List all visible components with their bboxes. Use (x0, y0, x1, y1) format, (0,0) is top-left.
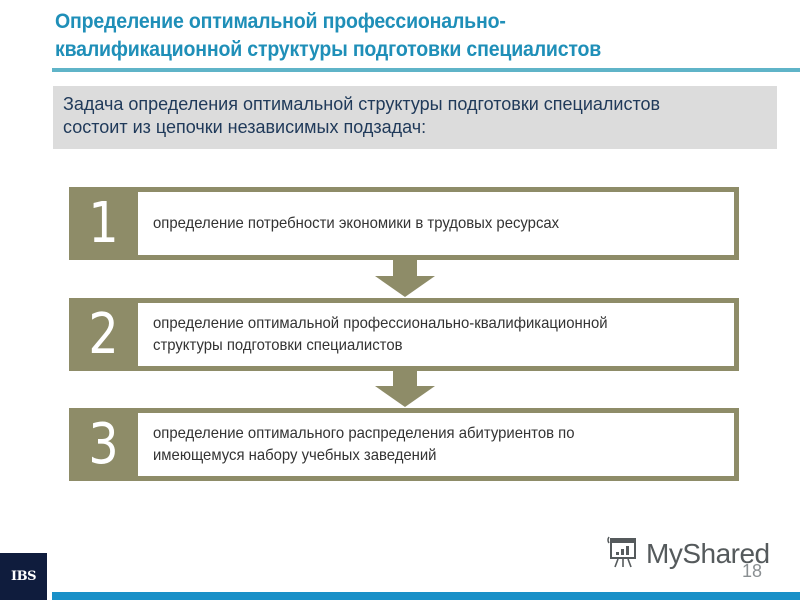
step-body: определение потребности экономики в труд… (138, 192, 734, 255)
slide-title-line-1: Определение оптимальной профессионально- (55, 10, 506, 33)
watermark-text: MyShared (646, 538, 770, 569)
arrow-down-icon (373, 260, 437, 298)
step-text-line-2: имеющемуся набору учебных заведений (153, 446, 437, 464)
presentation-chart-icon (606, 534, 640, 575)
step-1: 1 определение потребности экономики в тр… (69, 187, 739, 260)
intro-box: Задача определения оптимальной структуры… (53, 86, 777, 149)
step-text: определение потребности экономики в труд… (153, 214, 560, 232)
step-text-line-1: определение оптимальной профессионально-… (153, 314, 608, 332)
intro-line-2: состоит из цепочки независимых подзадач: (63, 117, 427, 137)
step-number: 2 (88, 302, 119, 367)
step-text-line-2: структуры подготовки специалистов (153, 336, 403, 354)
title-underline (52, 68, 800, 72)
ibs-logo: IBS (0, 553, 47, 600)
page-number: 18 (742, 561, 763, 581)
step-3: 3 определение оптимального распределения… (69, 408, 739, 481)
slide-title: Определение оптимальной профессионально-… (55, 8, 725, 64)
footer-bar (52, 592, 800, 600)
step-2: 2 определение оптимальной профессиональн… (69, 298, 739, 371)
step-number: 1 (88, 191, 119, 256)
myshared-watermark[interactable]: MyShared (606, 534, 770, 574)
step-text-line-1: определение оптимального распределения а… (153, 424, 575, 442)
step-body: определение оптимального распределения а… (138, 413, 734, 476)
slide-title-line-2: квалификационной структуры подготовки сп… (55, 38, 602, 61)
step-body: определение оптимальной профессионально-… (138, 303, 734, 366)
step-number: 3 (88, 412, 119, 477)
arrow-down-icon (373, 370, 437, 408)
intro-line-1: Задача определения оптимальной структуры… (63, 94, 661, 114)
